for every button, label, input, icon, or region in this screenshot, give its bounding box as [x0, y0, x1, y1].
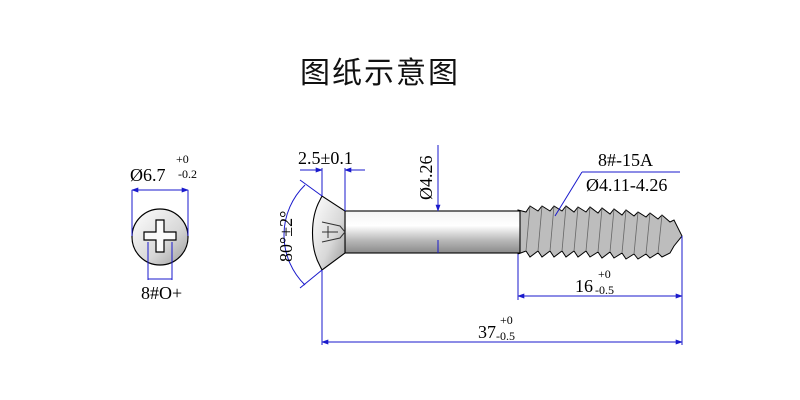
drawing-title: 图纸示意图	[300, 56, 460, 91]
head-diameter-lower-tol: -0.2	[178, 167, 197, 181]
thread-length-lower-tol: -0.5	[595, 283, 614, 297]
head-height-label: 2.5±0.1	[298, 148, 353, 168]
total-length-lower-tol: -0.5	[496, 329, 515, 343]
shank-diameter-label: Ø4.26	[416, 156, 436, 201]
thread-diameter-label: Ø4.11-4.26	[586, 175, 667, 195]
thread-length-label: 16	[575, 276, 593, 296]
screw-shank	[344, 210, 521, 254]
thread-crest-lines	[525, 205, 663, 255]
phillips-recess-icon	[143, 219, 177, 253]
head-diameter-label: Ø6.7	[130, 165, 166, 185]
side-dimensions: 80°±2° 2.5±0.1 Ø4.26 8#-15A Ø4.11-4.26 1…	[276, 145, 683, 345]
head-top-view: Ø6.7 +0 -0.2 8#O+	[130, 152, 197, 303]
thread-length-upper-tol: +0	[598, 267, 611, 281]
total-length-label: 37	[478, 322, 496, 342]
head-recess-outline	[321, 221, 346, 243]
head-angle-label: 80°±2°	[276, 211, 296, 262]
total-length-upper-tol: +0	[500, 313, 513, 327]
angle-extension-top	[299, 179, 323, 197]
angle-arc	[283, 184, 306, 286]
countersunk-head	[312, 195, 346, 271]
drive-size-label: 8#O+	[141, 283, 182, 303]
thread-leader-line	[554, 171, 583, 217]
head-diameter-upper-tol: +0	[176, 152, 189, 166]
thread-spec-label: 8#-15A	[598, 150, 653, 170]
angle-extension-bottom	[299, 269, 323, 289]
screw-side-view	[312, 195, 683, 271]
